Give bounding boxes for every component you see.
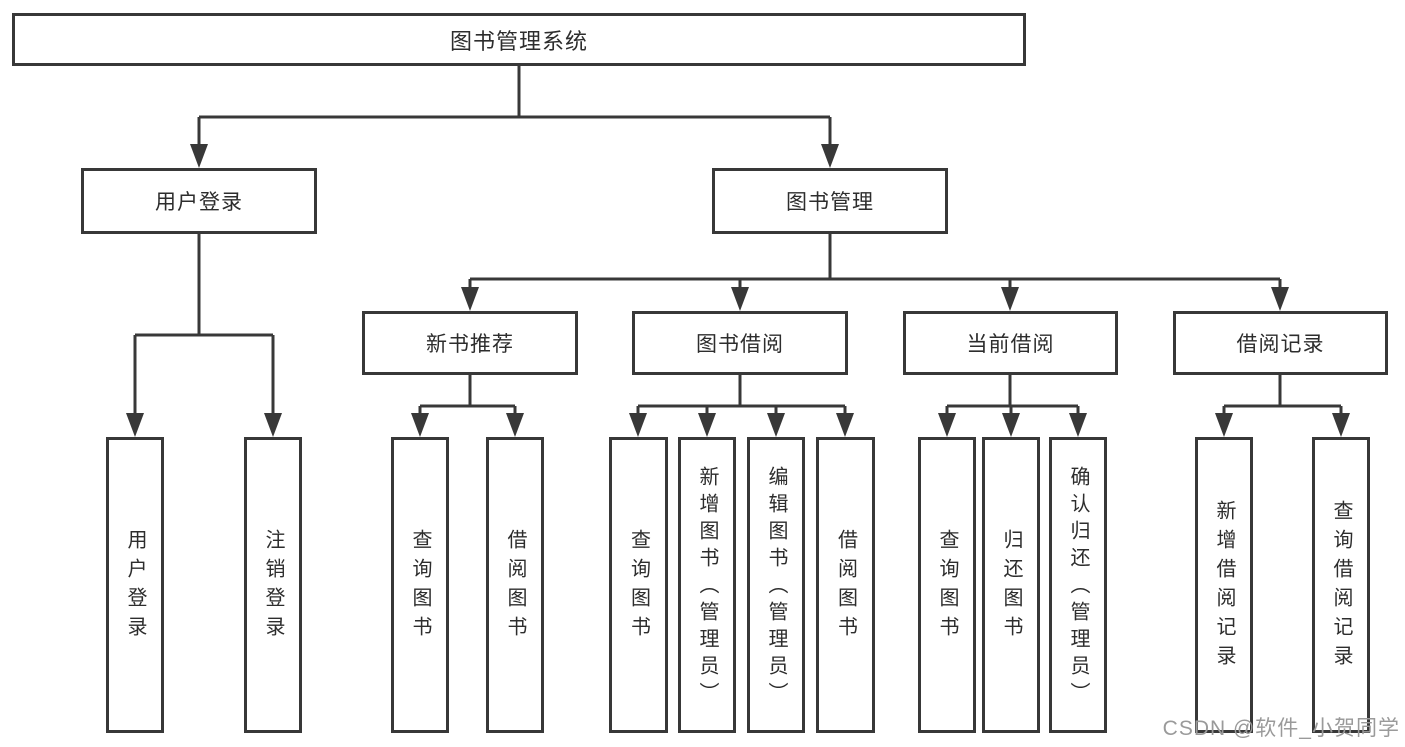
leaf-query-borrow-record: 查询借阅记录 <box>1312 437 1370 733</box>
node-book-management: 图书管理 <box>712 168 948 234</box>
leaf-query-borrow-record-label: 查询借阅记录 <box>1330 500 1352 674</box>
leaf-add-books-admin-label: 新增图书（管理员） <box>696 465 718 709</box>
leaf-return-books: 归还图书 <box>982 437 1040 733</box>
node-borrow-records-label: 借阅记录 <box>1236 333 1325 356</box>
leaf-edit-books-admin: 编辑图书（管理员） <box>747 437 805 733</box>
node-current-borrow: 当前借阅 <box>903 311 1118 375</box>
node-book-management-label: 图书管理 <box>786 191 874 214</box>
node-current-borrow-label: 当前借阅 <box>966 333 1055 356</box>
node-root-system: 图书管理系统 <box>12 13 1026 66</box>
leaf-return-books-label: 归还图书 <box>1000 529 1022 645</box>
node-user-login: 用户登录 <box>81 168 317 234</box>
leaf-logout-login-label: 注销登录 <box>262 529 284 645</box>
leaf-user-login-label: 用户登录 <box>124 529 146 645</box>
leaf-add-borrow-record-label: 新增借阅记录 <box>1213 500 1235 674</box>
leaf-query-books-recommend: 查询图书 <box>391 437 449 733</box>
leaf-add-books-admin: 新增图书（管理员） <box>678 437 736 733</box>
leaf-borrow-books-label: 借阅图书 <box>834 529 857 645</box>
node-user-login-label: 用户登录 <box>155 191 243 214</box>
leaf-borrow-books-recommend: 借阅图书 <box>486 437 544 733</box>
leaf-add-borrow-record: 新增借阅记录 <box>1195 437 1253 733</box>
leaf-borrow-books: 借阅图书 <box>816 437 875 733</box>
csdn-watermark: CSDN @软件_小贺同学 <box>1162 717 1400 740</box>
leaf-query-books-recommend-label: 查询图书 <box>409 529 431 645</box>
leaf-logout-login: 注销登录 <box>244 437 302 733</box>
node-book-borrow: 图书借阅 <box>632 311 848 375</box>
leaf-user-login: 用户登录 <box>106 437 164 733</box>
leaf-edit-books-admin-label: 编辑图书（管理员） <box>765 465 787 709</box>
node-new-book-recommend-label: 新书推荐 <box>426 333 514 356</box>
leaf-confirm-return-admin: 确认归还（管理员） <box>1049 437 1107 733</box>
leaf-query-books-current-label: 查询图书 <box>936 529 958 645</box>
node-book-borrow-label: 图书借阅 <box>696 333 784 356</box>
node-root-label: 图书管理系统 <box>449 28 588 54</box>
leaf-query-books-current: 查询图书 <box>918 437 976 733</box>
node-borrow-records: 借阅记录 <box>1173 311 1388 375</box>
arrowheads <box>126 144 1350 437</box>
leaf-query-books-borrow-label: 查询图书 <box>627 529 650 645</box>
node-new-book-recommend: 新书推荐 <box>362 311 578 375</box>
leaf-query-books-borrow: 查询图书 <box>609 437 668 733</box>
leaf-borrow-books-recommend-label: 借阅图书 <box>504 529 526 645</box>
leaf-confirm-return-admin-label: 确认归还（管理员） <box>1067 465 1089 709</box>
